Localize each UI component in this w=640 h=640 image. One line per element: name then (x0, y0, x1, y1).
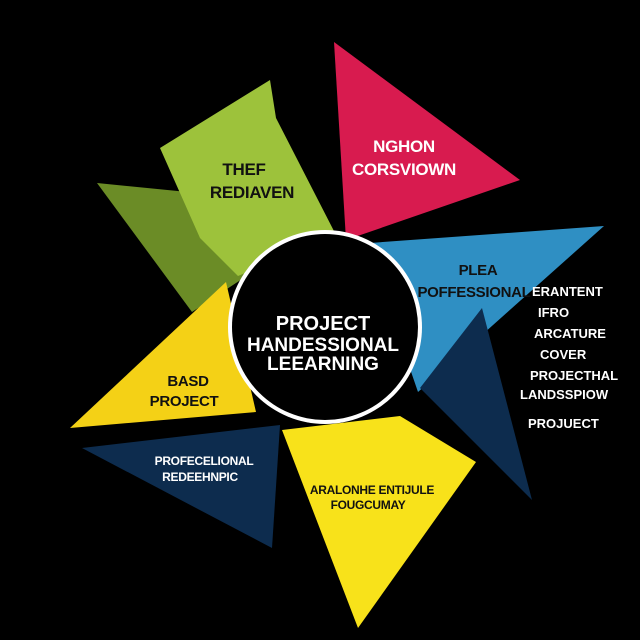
crimson-label-line2: CORSVIOWN (352, 160, 456, 179)
side-list-item: PROJUECT (528, 416, 599, 431)
segment-yellow-bottom (282, 416, 476, 628)
navy-left-label-line1: PROFECELIONAL (155, 454, 254, 468)
blue-label-line1: PLEA (459, 262, 498, 279)
crimson-label-line1: NGHON (373, 137, 435, 156)
green-label-line2: REDIAVEN (210, 183, 294, 202)
side-list-item: IFRO (538, 305, 569, 320)
center-title-line3: LEEARNING (267, 354, 379, 375)
yellow-left-label-line1: BASD (167, 373, 209, 390)
yellow-bottom-label-line2: FOUGCUMAY (331, 498, 406, 512)
center-circle (232, 234, 418, 420)
blue-label-line2: POFFESSIONAL (417, 284, 530, 301)
side-list-item: PROJECTHAL (530, 368, 618, 383)
side-list-item: LANDSSPIOW (520, 387, 609, 402)
segment-crimson (334, 42, 520, 240)
green-label-line1: THEF (222, 160, 265, 179)
segment-light-green (160, 80, 336, 276)
side-list-item: ERANTENT (532, 284, 603, 299)
side-list-item: ARCATURE (534, 326, 606, 341)
center-title-line2: HANDESSIONAL (247, 335, 399, 356)
navy-left-label-line2: REDEEHNPIC (162, 470, 238, 484)
segment-yellow-left (70, 282, 256, 428)
side-list-item: COVER (540, 347, 587, 362)
yellow-bottom-label-line1: ARALONHE ENTIJULE (310, 483, 435, 497)
yellow-left-label-line2: PROJECT (150, 393, 219, 410)
center-title-line1: PROJECT (276, 313, 370, 335)
segment-navy-left (82, 425, 280, 548)
segment-navy-right (420, 308, 532, 500)
